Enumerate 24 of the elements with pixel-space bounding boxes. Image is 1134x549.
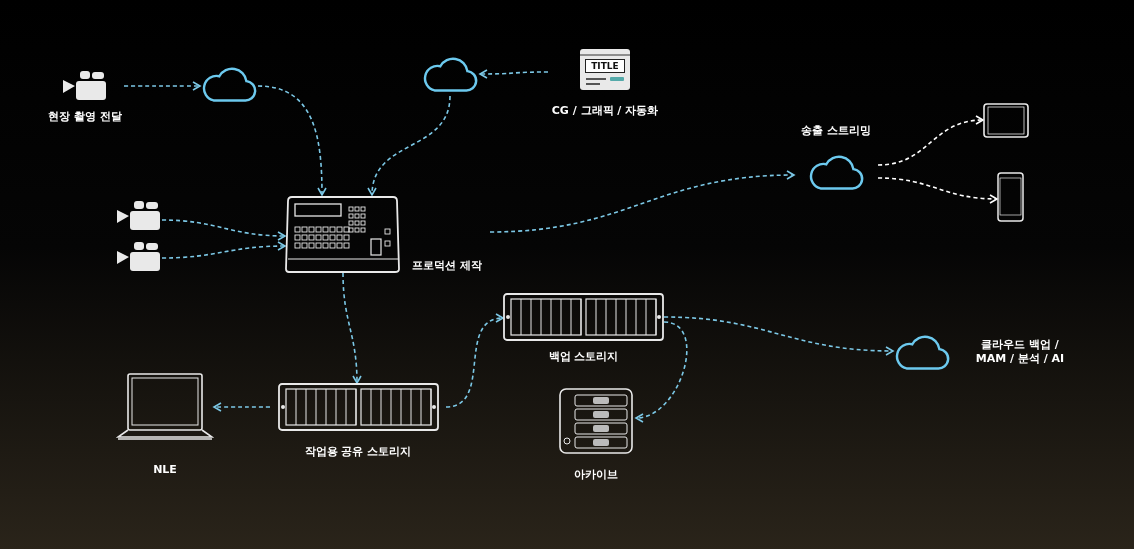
dashed-arrow xyxy=(342,272,362,384)
dashed-arrow xyxy=(123,81,201,91)
dashed-arrow xyxy=(635,321,688,422)
dashed-arrow xyxy=(213,402,271,412)
dashed-arrow xyxy=(877,115,984,166)
node-label: 아카이브 xyxy=(574,468,618,482)
node-label: 백업 스토리지 xyxy=(548,350,619,364)
node-label: 작업용 공유 스토리지 xyxy=(304,445,412,459)
node-label: CG / 그래픽 / 자동화 xyxy=(551,104,659,118)
dashed-arrow xyxy=(445,314,504,408)
dashed-arrow xyxy=(663,316,894,356)
dashed-arrow xyxy=(877,177,998,204)
node-label: NLE xyxy=(153,463,177,477)
dashed-arrow xyxy=(368,95,451,196)
dashed-arrow xyxy=(489,170,795,233)
dashed-arrow xyxy=(161,241,286,259)
title-text: TITLE xyxy=(585,59,625,73)
node-label: 프로덕션 제작 xyxy=(412,259,482,273)
dashed-arrow xyxy=(161,219,286,241)
node-label: 현장 촬영 전달 xyxy=(48,110,122,124)
dashed-arrow xyxy=(257,85,327,196)
node-label: 송출 스트리밍 xyxy=(801,124,871,138)
dashed-arrow xyxy=(479,69,549,79)
node-label: 클라우드 백업 / MAM / 분석 / AI xyxy=(974,338,1066,366)
